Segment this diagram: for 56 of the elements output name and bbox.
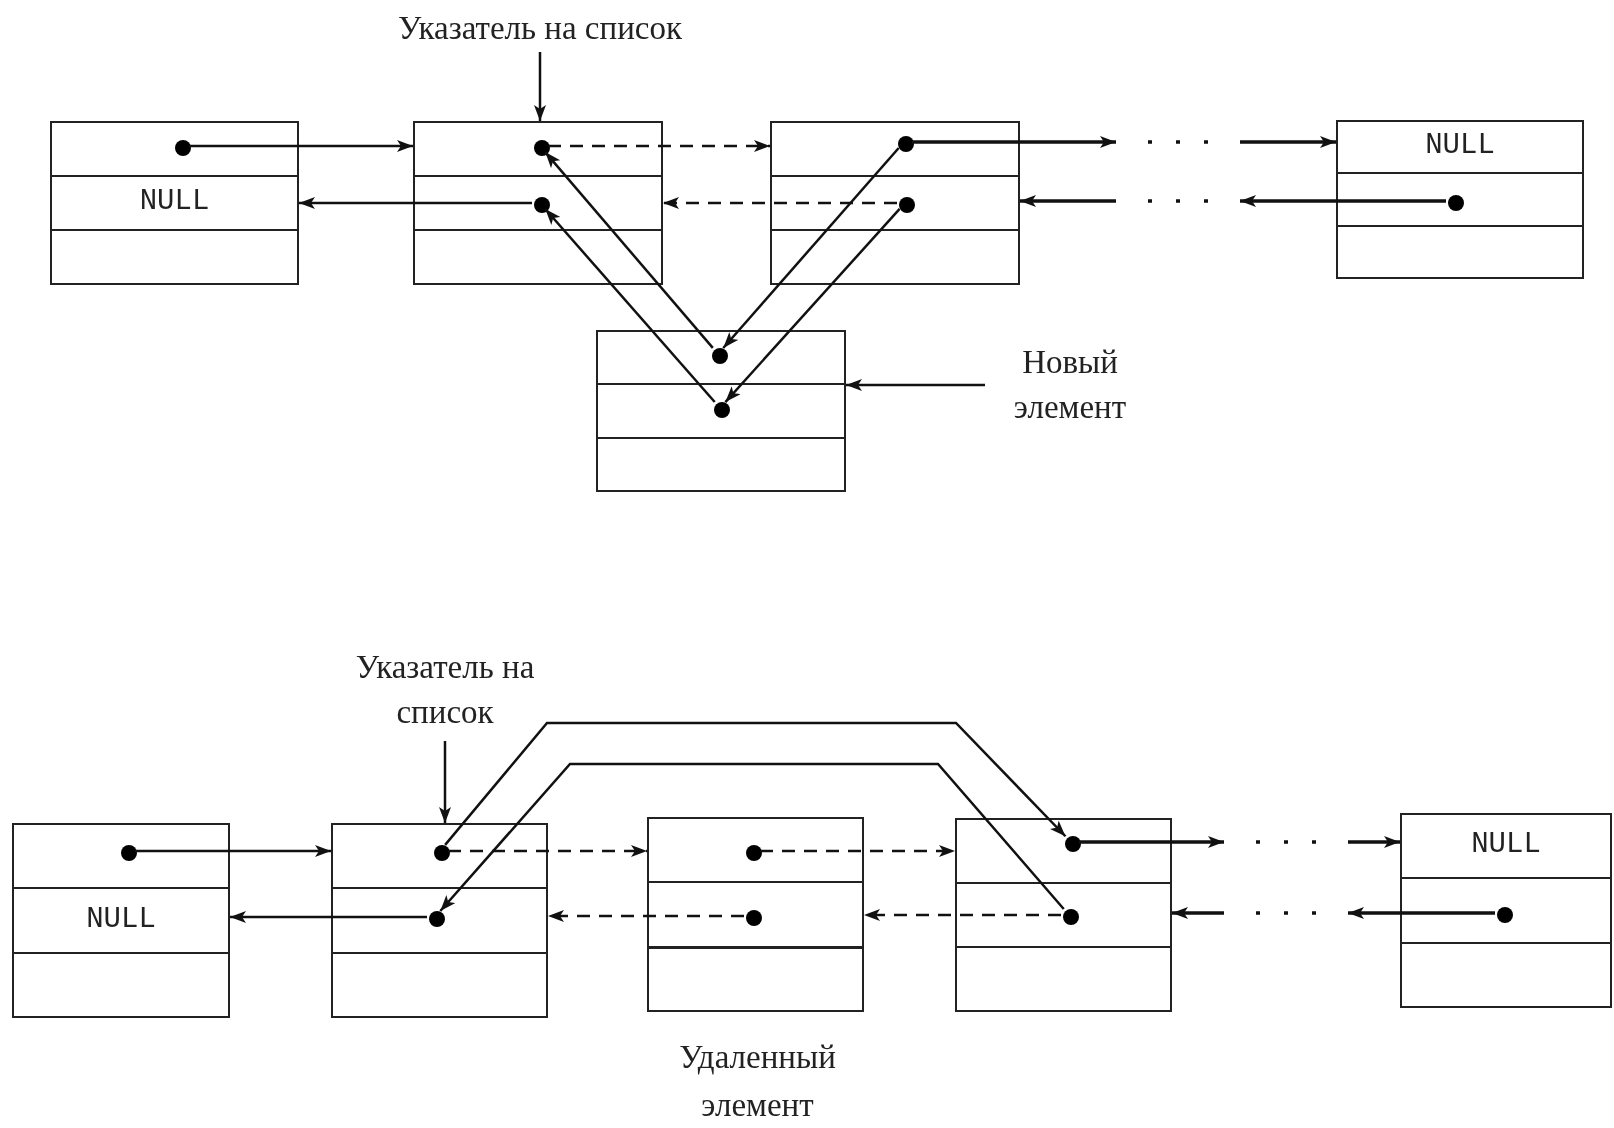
arrow — [846, 379, 985, 391]
list-element-box — [1336, 120, 1584, 279]
arrow — [444, 721, 1067, 846]
dotted-gap-arrow — [1020, 195, 1446, 207]
list-element-box — [955, 818, 1172, 1012]
dashed-arrow — [448, 845, 647, 857]
pointer-label: Новый элемент — [985, 340, 1155, 430]
pointer-dot — [714, 402, 730, 418]
pointer-dot — [899, 197, 915, 213]
arrow — [724, 208, 901, 403]
arrow — [439, 762, 1065, 912]
arrow — [534, 52, 546, 121]
pointer-dot — [746, 845, 762, 861]
list-element-box — [12, 823, 230, 1018]
pointer-dot — [434, 845, 450, 861]
dashed-arrow — [548, 910, 744, 922]
pointer-dot — [175, 140, 191, 156]
dashed-arrow — [760, 845, 955, 857]
null-value: NULL — [1424, 129, 1496, 163]
list-element-box — [413, 121, 663, 285]
dashed-arrow — [663, 197, 897, 209]
pointer-label: Указатель на список — [340, 645, 550, 741]
dotted-gap-arrow — [1079, 836, 1400, 848]
arrow — [439, 741, 451, 823]
list-element-box — [331, 823, 548, 1018]
null-value: NULL — [1470, 828, 1542, 862]
list-element-box — [770, 121, 1020, 285]
pointer-dot — [534, 140, 550, 156]
arrow — [299, 197, 532, 209]
pointer-dot — [534, 197, 550, 213]
pointer-dot — [429, 911, 445, 927]
list-element-box — [50, 121, 299, 285]
dashed-arrow — [548, 140, 770, 152]
pointer-dot — [1065, 836, 1081, 852]
pointer-label: Указатель на список — [330, 6, 750, 52]
list-element-box — [596, 330, 846, 492]
dotted-gap-arrow — [912, 136, 1336, 148]
dashed-arrow — [864, 909, 1061, 921]
pointer-dot — [746, 910, 762, 926]
node-label: Удаленный элемент — [678, 1038, 837, 1125]
list-element-box — [1400, 813, 1612, 1008]
pointer-dot — [898, 136, 914, 152]
null-value: NULL — [138, 185, 211, 218]
arrow — [135, 845, 331, 857]
arrow — [722, 147, 900, 349]
null-value: NULL — [85, 902, 157, 936]
arrow — [544, 208, 716, 403]
pointer-dot — [1448, 195, 1464, 211]
dotted-gap-arrow — [1172, 907, 1495, 919]
arrow — [544, 151, 714, 349]
pointer-dot — [121, 845, 137, 861]
pointer-dot — [1497, 907, 1513, 923]
pointer-dot — [712, 348, 728, 364]
pointer-dot — [1063, 909, 1079, 925]
arrow — [230, 911, 427, 923]
arrow — [189, 140, 413, 152]
